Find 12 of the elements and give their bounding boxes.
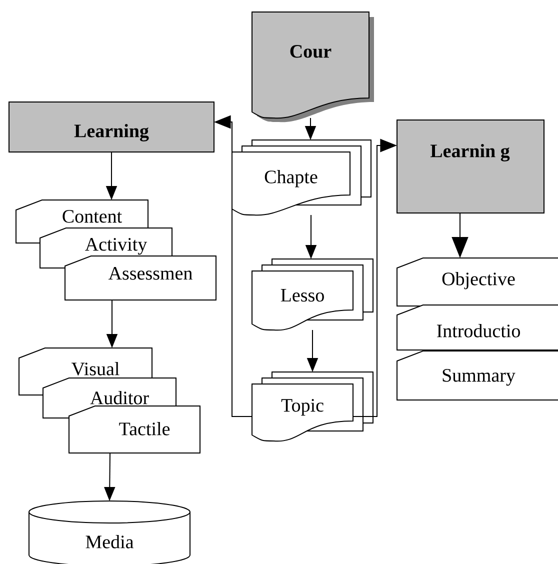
card-box: Summary bbox=[396, 350, 558, 400]
card-box: Objective bbox=[396, 258, 558, 306]
card-box: Introductio bbox=[396, 304, 558, 350]
card-box: Tactile bbox=[68, 406, 200, 454]
document-stack: Lesso bbox=[252, 258, 374, 331]
document-stack: Chapte bbox=[232, 140, 372, 216]
card-box: Assessmen bbox=[64, 256, 216, 300]
process-box: Learning bbox=[8, 102, 214, 152]
document-box: Cour bbox=[252, 12, 374, 122]
database-cylinder: Media bbox=[28, 500, 190, 564]
process-box: Learnin g bbox=[396, 120, 544, 214]
document-stack: Topic bbox=[252, 372, 374, 442]
